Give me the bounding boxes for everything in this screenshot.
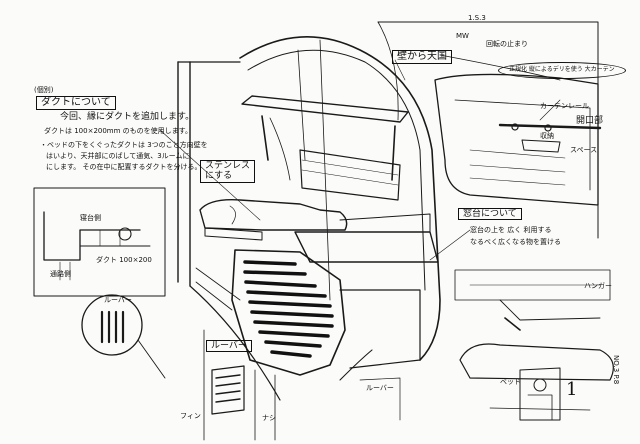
nashi-label: ナシ — [262, 414, 276, 422]
wall-ceiling-label: 壁から天国 — [392, 50, 452, 64]
hook-label: ハンガー — [584, 282, 612, 290]
duct-line-2: ダクトは 100×200mm のものを使用します。 — [44, 127, 192, 135]
detail-dimension: ダクト 100×200 — [96, 256, 152, 264]
rail-label: カーテンレール — [540, 102, 589, 110]
duct-line-1: 今回、縁にダクトを追加します。 — [60, 112, 195, 122]
support-label: スペース — [570, 146, 598, 154]
stay-label: ステンレス にする — [200, 160, 256, 183]
kaikou-label: 開口部 — [576, 116, 604, 126]
right-bubble: 正規化 縦によるデリを使う 大カーテン — [498, 62, 626, 79]
louver-box-label: ルーバー — [206, 340, 252, 353]
duct-line-3: ・ベッドの下をくぐったダクトは 3つのこと方向壁を — [40, 141, 208, 149]
duct-line-5: にします。 その在中に配置するダクトを分ける。 — [46, 163, 202, 171]
table-heading: 窓台について — [458, 208, 522, 221]
fin-label: フィン — [180, 412, 201, 420]
table-line-1: 窓台の上を 広く 利用する — [470, 226, 552, 234]
duct-line-4: はいより、天井部にのばして通気、3ルームに — [46, 152, 190, 160]
mw-label: MW — [456, 32, 469, 40]
page-number: 1 — [566, 379, 578, 400]
bag-label: 収納 — [540, 132, 554, 140]
duct-heading: ダクトについて — [36, 96, 116, 110]
table-line-2: なるべく広くなる物を置ける — [470, 238, 561, 246]
detail-label-left: 寝台側 — [80, 214, 101, 222]
louver-label: ルーバー — [104, 296, 132, 304]
detail-label-right: 通路側 — [50, 270, 71, 278]
side-code: NO.3 P.8 — [612, 355, 621, 385]
section-label: (個別) — [34, 86, 54, 94]
curtain-label: ルーバー — [366, 384, 394, 392]
kaiten-label: 回転の止まり — [486, 40, 528, 48]
top-small-label: 1.S.3 — [468, 14, 486, 22]
bed-label: ベッド — [500, 378, 521, 386]
